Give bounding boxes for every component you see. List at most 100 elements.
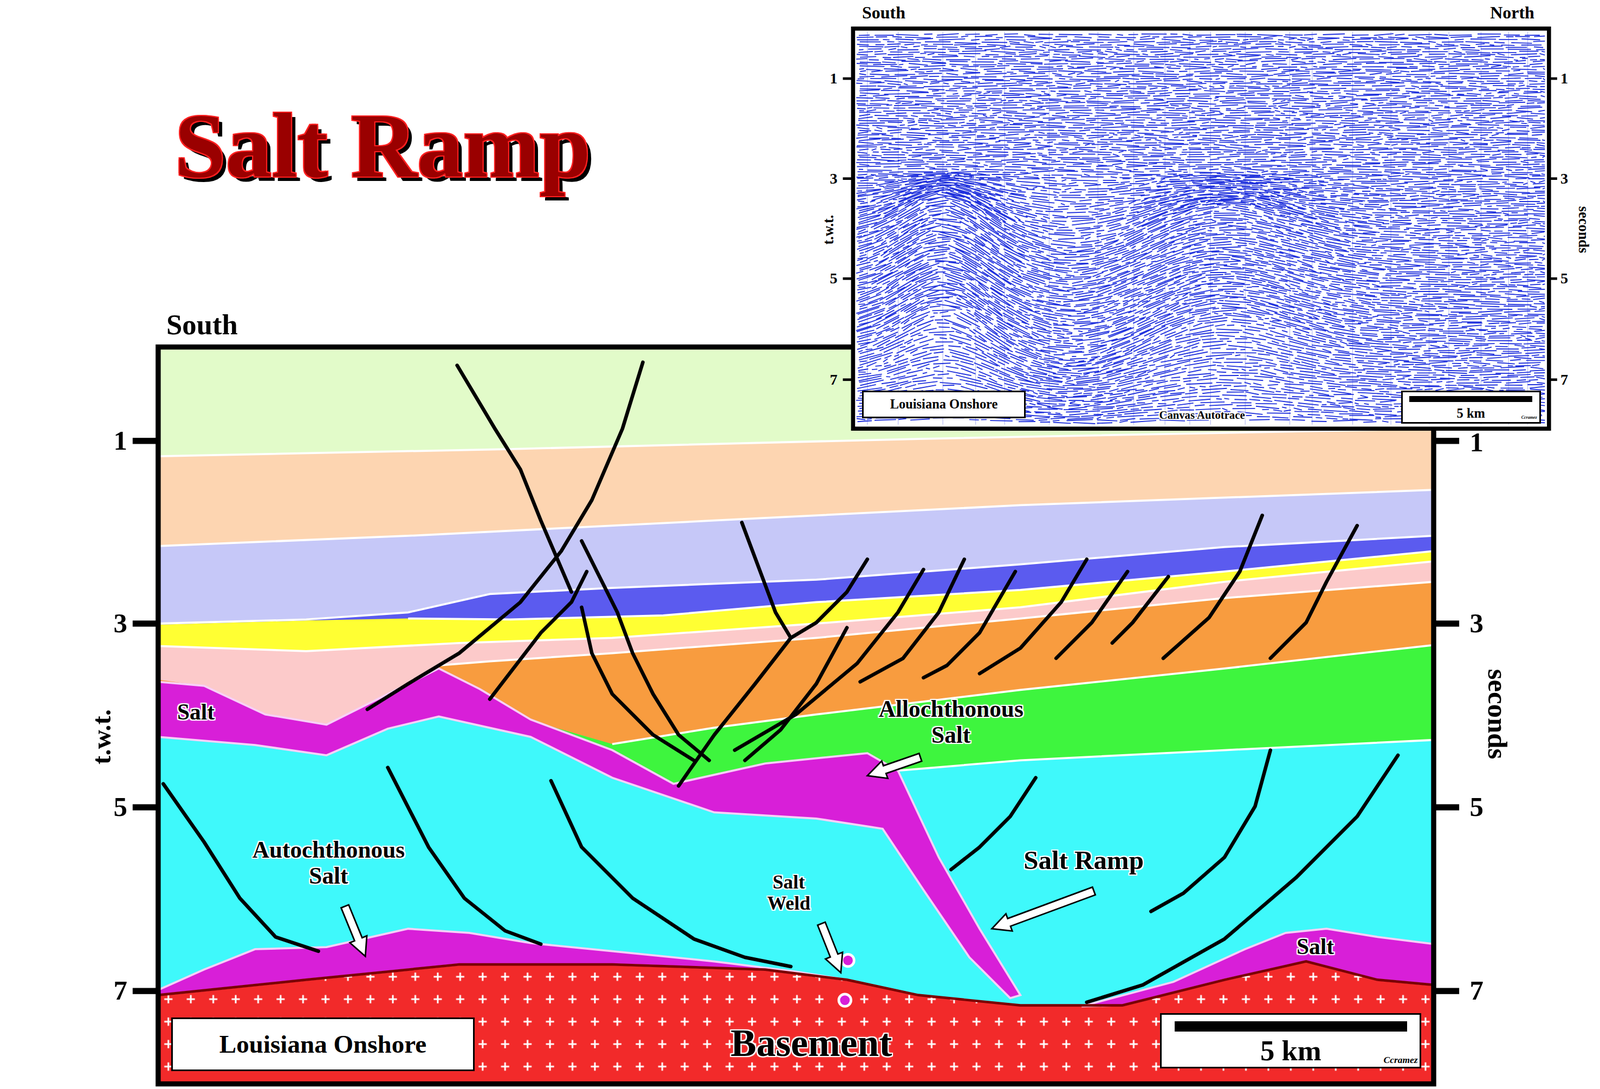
horizon (897, 740, 1434, 772)
fault-line (387, 767, 541, 945)
location-name: Louisiana Onshore (890, 397, 999, 411)
fault-line (581, 607, 694, 761)
seismic-traces (856, 31, 1545, 425)
unit-label: Salt Ramp (1023, 845, 1144, 876)
axis-title: seconds (1575, 206, 1592, 254)
axis-number: 7 (1469, 975, 1483, 1007)
tick (843, 277, 854, 281)
scale-length: 5 km (1456, 406, 1486, 420)
fault-line (551, 780, 792, 967)
horizon (612, 645, 1434, 745)
autochthonous-salt (1081, 928, 1434, 1007)
fault-line (1112, 576, 1169, 643)
fault-line (1163, 515, 1263, 659)
author-credit: Ccramez (1521, 415, 1538, 420)
scale-box: 5 km Ccramez (1160, 1013, 1422, 1069)
fault-line (1150, 750, 1271, 912)
seismic-frame (852, 28, 1549, 429)
horizon (158, 428, 1434, 457)
axis-number: 1 (1469, 427, 1483, 458)
tick (132, 620, 159, 627)
tick (843, 77, 854, 81)
fault-lines (163, 362, 1398, 1003)
tick (1549, 277, 1558, 281)
axis-number: 7 (830, 371, 838, 388)
inset-ticks (843, 78, 1558, 380)
unit-label: Allochthonous Salt (878, 696, 1024, 749)
axis-number: 5 (1560, 270, 1569, 288)
fault-line (163, 784, 319, 952)
weld-marker (838, 994, 852, 1007)
title: Salt Ramp (174, 95, 591, 197)
tick (132, 804, 159, 811)
fault-line (745, 627, 847, 761)
fault-line (489, 571, 587, 699)
scale-bar (1174, 1021, 1408, 1032)
callout-arrow (817, 922, 843, 973)
fault-line (678, 559, 867, 786)
cyan-sediment (158, 346, 1434, 1084)
tick (132, 988, 159, 995)
axis-number: 1 (830, 69, 838, 87)
weld-marker (841, 954, 855, 967)
scale-bar (1409, 396, 1533, 403)
basement (158, 961, 1434, 1085)
horizon (158, 489, 1434, 547)
credit-note: Canvas Autotrace (1158, 409, 1245, 422)
axis-number: 5 (113, 792, 128, 823)
tick (843, 378, 854, 381)
horizon (438, 581, 1434, 666)
axis-number: 3 (113, 608, 128, 639)
tick (843, 177, 854, 180)
tick (1433, 620, 1460, 627)
location-box: Louisiana Onshore (171, 1017, 475, 1072)
axis-title: t.w.t. (820, 214, 837, 245)
tick (1549, 77, 1558, 81)
basement-top (158, 961, 1434, 1006)
location-name: Louisiana Onshore (219, 1031, 427, 1058)
author-credit: Ccramez (1383, 1055, 1418, 1065)
tick (1433, 804, 1460, 811)
tick (1549, 378, 1558, 381)
axis-number: 3 (830, 170, 838, 187)
fault-line (979, 559, 1087, 674)
callout-arrow (341, 904, 367, 957)
axis-number: 5 (830, 270, 838, 288)
seismic-traces-vertical (867, 31, 1528, 425)
fault-line (1086, 755, 1398, 1003)
callout-arrow (992, 886, 1096, 931)
tick (1433, 988, 1460, 995)
axis-number: 3 (1560, 170, 1569, 187)
fault-line (950, 777, 1036, 870)
fault-line (741, 522, 791, 638)
axis-number: 3 (1469, 608, 1483, 639)
tick (1433, 437, 1460, 444)
tick (132, 437, 159, 444)
seismic-reflections (856, 33, 1545, 424)
callout-arrows (341, 753, 1096, 974)
axis-number: 1 (113, 425, 128, 457)
unit-label: Autochthonous Salt (252, 837, 406, 890)
fault-line (367, 362, 643, 710)
axis-number: 1 (1560, 69, 1569, 87)
tick (1549, 177, 1558, 180)
fault-line (734, 569, 924, 750)
axis-title: seconds (1481, 669, 1513, 760)
unit-label: Salt (177, 700, 215, 725)
unit-label: Basement (730, 1021, 892, 1065)
scale-length: 5 km (1260, 1036, 1322, 1066)
axis-title: t.w.t. (87, 709, 117, 765)
section-frame (158, 346, 1434, 1084)
scale-box: 5 km Ccramez (1401, 390, 1541, 424)
seismic-panel (852, 28, 1549, 429)
direction-label: South (166, 308, 238, 341)
axis-number: 5 (1469, 792, 1483, 823)
axis-ticks (132, 437, 1460, 995)
location-box: Louisiana Onshore (862, 390, 1026, 419)
fault-line (1056, 571, 1128, 659)
axis-number: 7 (1560, 371, 1569, 388)
unit-label: Salt (1296, 934, 1334, 960)
axis-number: 7 (113, 975, 128, 1007)
direction-label: South (862, 3, 906, 23)
unit-label: Salt Weld (767, 871, 811, 915)
